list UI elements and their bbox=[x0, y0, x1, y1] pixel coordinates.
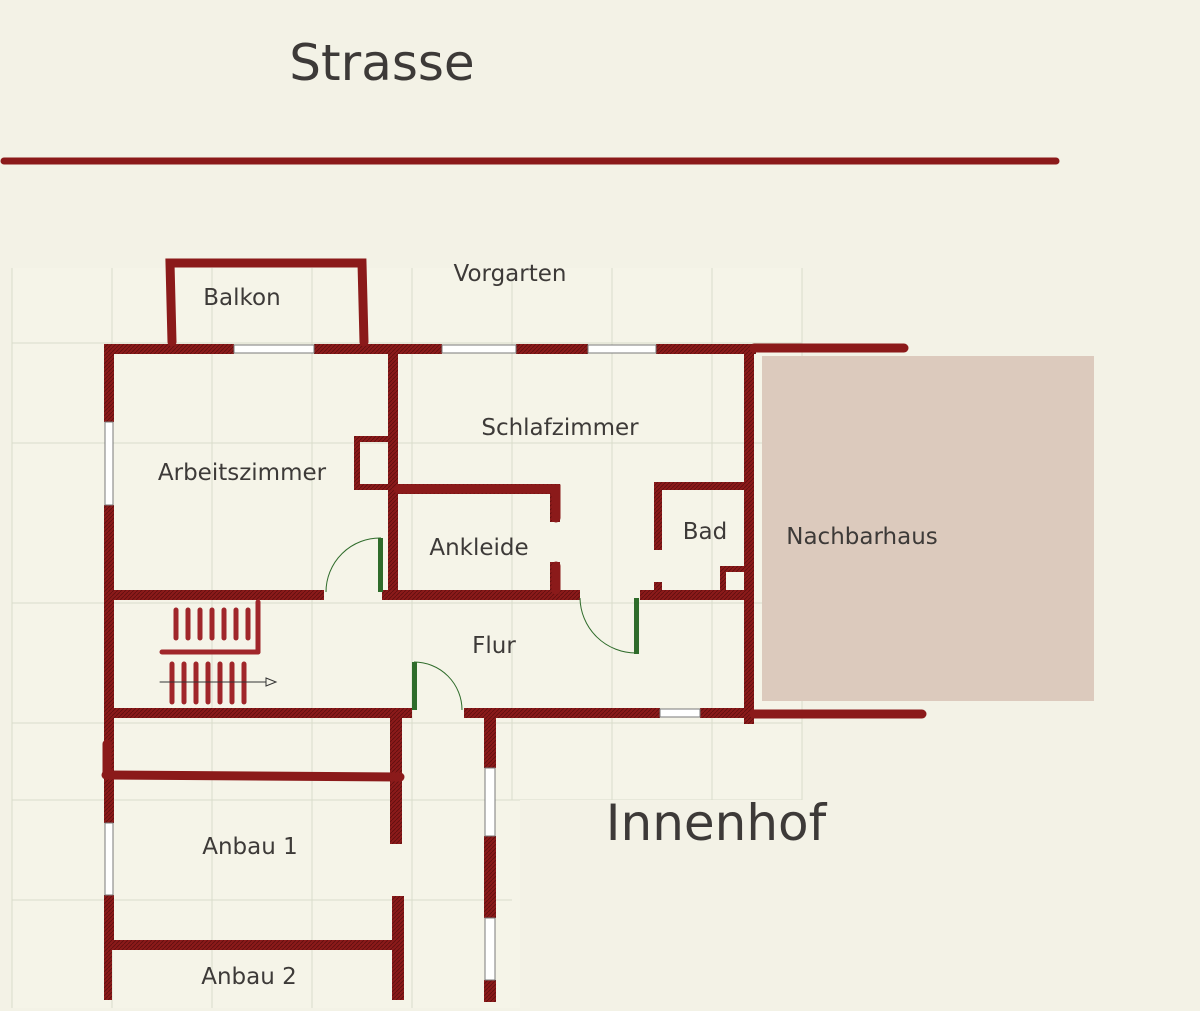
courtyard-label: Innenhof bbox=[606, 794, 828, 852]
thick-walls bbox=[101, 258, 927, 782]
extension-2-label: Anbau 2 bbox=[201, 964, 297, 990]
front-garden-label: Vorgarten bbox=[454, 261, 567, 287]
street-label: Strasse bbox=[289, 34, 474, 92]
grid-area bbox=[11, 268, 810, 1011]
balcony-label: Balkon bbox=[203, 285, 280, 311]
dressing-room-label: Ankleide bbox=[429, 535, 528, 561]
bathroom-label: Bad bbox=[683, 519, 727, 545]
doors bbox=[325, 537, 639, 711]
bedroom-label: Schlafzimmer bbox=[481, 415, 639, 441]
neighbour-house-label: Nachbarhaus bbox=[786, 524, 938, 550]
hallway-label: Flur bbox=[472, 633, 516, 659]
extension-1-label: Anbau 1 bbox=[202, 834, 298, 860]
study-label: Arbeitszimmer bbox=[158, 460, 327, 486]
staircase bbox=[159, 599, 278, 705]
neighbour-house bbox=[762, 356, 1094, 701]
windows bbox=[104, 344, 701, 981]
